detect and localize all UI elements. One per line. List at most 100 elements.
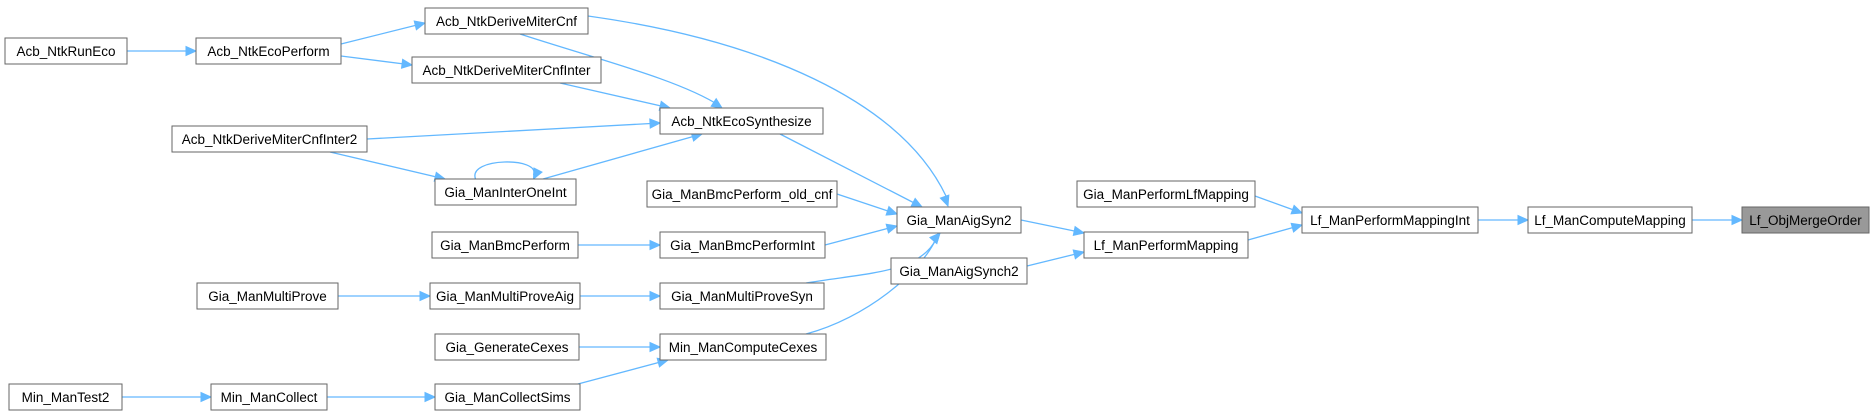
node-box[interactable] — [659, 333, 827, 361]
arrowhead-n2-to-n1 — [1517, 214, 1530, 226]
node-n22[interactable]: Gia_ManCollectSims — [434, 383, 581, 411]
node-n23[interactable]: Min_ManCollect — [210, 383, 328, 411]
node-label: Gia_ManBmcPerform — [440, 238, 570, 253]
node-box[interactable] — [210, 383, 328, 411]
edge-n15-to-n8 — [559, 82, 671, 109]
node-n15[interactable]: Acb_NtkDeriveMiterCnfInter — [411, 56, 602, 84]
node-box[interactable] — [890, 257, 1028, 285]
arrowhead-n5-to-n4 — [1072, 225, 1086, 237]
node-label: Acb_NtkEcoPerform — [207, 44, 329, 59]
arrowhead-n24-to-n23 — [200, 391, 213, 403]
node-n8[interactable]: Acb_NtkEcoSynthesize — [659, 107, 824, 135]
node-box[interactable] — [429, 282, 581, 310]
node-label: Lf_ManPerformMapping — [1094, 238, 1239, 253]
node-n17[interactable]: Gia_ManInterOneInt — [434, 178, 577, 206]
node-n14[interactable]: Acb_NtkRunEco — [4, 37, 128, 65]
node-box[interactable] — [646, 180, 838, 208]
node-box[interactable] — [411, 56, 602, 84]
node-label: Gia_ManMultiProve — [208, 289, 327, 304]
edge-n11-to-n5 — [805, 238, 937, 284]
node-label: Min_ManComputeCexes — [669, 340, 818, 355]
node-box[interactable] — [659, 231, 826, 259]
node-n11[interactable]: Gia_ManMultiProveSyn — [659, 282, 825, 310]
node-box[interactable] — [1076, 180, 1256, 208]
edge-n16-to-n8 — [366, 122, 661, 140]
node-n20[interactable]: Gia_ManMultiProve — [196, 282, 339, 310]
node-label: Gia_ManMultiProveSyn — [671, 289, 813, 304]
node-label: Gia_ManBmcPerform_old_cnf — [652, 187, 833, 202]
node-label: Acb_NtkDeriveMiterCnfInter — [422, 63, 591, 78]
node-label: Gia_ManMultiProveAig — [436, 289, 574, 304]
node-label: Gia_ManAigSyn2 — [906, 213, 1011, 228]
nodes-layer: Lf_ObjMergeOrderLf_ManComputeMappingLf_M… — [4, 7, 1870, 411]
node-box[interactable] — [659, 107, 824, 135]
arrowhead-n14-to-n13 — [185, 45, 198, 57]
arrowhead-n23-to-n22 — [424, 391, 437, 403]
edges-layer — [122, 15, 1744, 403]
node-box[interactable] — [171, 125, 368, 153]
node-n4[interactable]: Lf_ManPerformMapping — [1083, 231, 1249, 259]
node-box[interactable] — [424, 7, 589, 35]
edge-n8-to-n5 — [779, 133, 923, 208]
node-n7[interactable]: Acb_NtkDeriveMiterCnf — [424, 7, 589, 35]
focus-node-box[interactable] — [1741, 206, 1870, 234]
node-box[interactable] — [195, 37, 342, 65]
node-n2[interactable]: Lf_ManPerformMappingInt — [1301, 206, 1479, 234]
edge-n13-to-n7 — [340, 22, 426, 45]
node-box[interactable] — [8, 383, 123, 411]
edge-n16-to-n17 — [329, 151, 446, 180]
node-box[interactable] — [4, 37, 128, 65]
node-n1[interactable]: Lf_ManComputeMapping — [1527, 206, 1693, 234]
node-n13[interactable]: Acb_NtkEcoPerform — [195, 37, 342, 65]
node-box[interactable] — [659, 282, 825, 310]
node-n0[interactable]: Lf_ObjMergeOrder — [1741, 206, 1870, 234]
node-label: Lf_ManComputeMapping — [1534, 213, 1686, 228]
node-n5[interactable]: Gia_ManAigSyn2 — [896, 206, 1022, 234]
node-n16[interactable]: Acb_NtkDeriveMiterCnfInter2 — [171, 125, 368, 153]
node-label: Acb_NtkDeriveMiterCnf — [436, 14, 577, 29]
node-box[interactable] — [434, 333, 580, 361]
arrowhead-n4-to-n2 — [1290, 222, 1304, 233]
node-label: Min_ManCollect — [221, 390, 318, 405]
arrowhead-n16-to-n8 — [649, 118, 662, 129]
edge-n22-to-n12 — [577, 359, 669, 385]
node-box[interactable] — [1527, 206, 1693, 234]
node-box[interactable] — [896, 206, 1022, 234]
node-label: Gia_GenerateCexes — [445, 340, 568, 355]
node-label: Min_ManTest2 — [22, 390, 110, 405]
node-n6[interactable]: Gia_ManAigSynch2 — [890, 257, 1028, 285]
node-label: Acb_NtkRunEco — [16, 44, 115, 59]
node-n12[interactable]: Min_ManComputeCexes — [659, 333, 827, 361]
arrowhead-n20-to-n19 — [419, 290, 432, 302]
arrowhead-n7-to-n8 — [710, 97, 724, 109]
node-n24[interactable]: Min_ManTest2 — [8, 383, 123, 411]
node-box[interactable] — [1301, 206, 1479, 234]
edge-n9-to-n5 — [836, 193, 898, 215]
node-box[interactable] — [1083, 231, 1249, 259]
arrowhead-n13-to-n7 — [413, 20, 427, 31]
node-label: Acb_NtkEcoSynthesize — [671, 114, 811, 129]
node-label: Acb_NtkDeriveMiterCnfInter2 — [182, 132, 358, 147]
node-label: Gia_ManCollectSims — [444, 390, 570, 405]
node-box[interactable] — [431, 231, 579, 259]
node-box[interactable] — [434, 383, 581, 411]
edge-n17-to-n17 — [474, 161, 535, 180]
node-box[interactable] — [434, 178, 577, 206]
node-n18[interactable]: Gia_ManBmcPerform — [431, 231, 579, 259]
node-n3[interactable]: Gia_ManPerformLfMapping — [1076, 180, 1256, 208]
node-label: Lf_ObjMergeOrder — [1749, 213, 1862, 228]
arrowhead-n12-to-n5 — [929, 232, 941, 245]
arrowhead-n3-to-n2 — [1290, 204, 1304, 215]
arrowhead-n17-to-n17 — [532, 167, 543, 181]
edge-n5-to-n4 — [1020, 219, 1085, 234]
edge-n7-to-n5 — [587, 15, 947, 197]
arrowhead-n6-to-n4 — [1072, 249, 1086, 260]
node-n19[interactable]: Gia_ManMultiProveAig — [429, 282, 581, 310]
node-label: Lf_ManPerformMappingInt — [1310, 213, 1470, 228]
arrowhead-n8-to-n5 — [910, 197, 924, 208]
node-n21[interactable]: Gia_GenerateCexes — [434, 333, 580, 361]
node-box[interactable] — [196, 282, 339, 310]
node-n10[interactable]: Gia_ManBmcPerformInt — [659, 231, 826, 259]
node-label: Gia_ManAigSynch2 — [899, 264, 1018, 279]
node-n9[interactable]: Gia_ManBmcPerform_old_cnf — [646, 180, 838, 208]
